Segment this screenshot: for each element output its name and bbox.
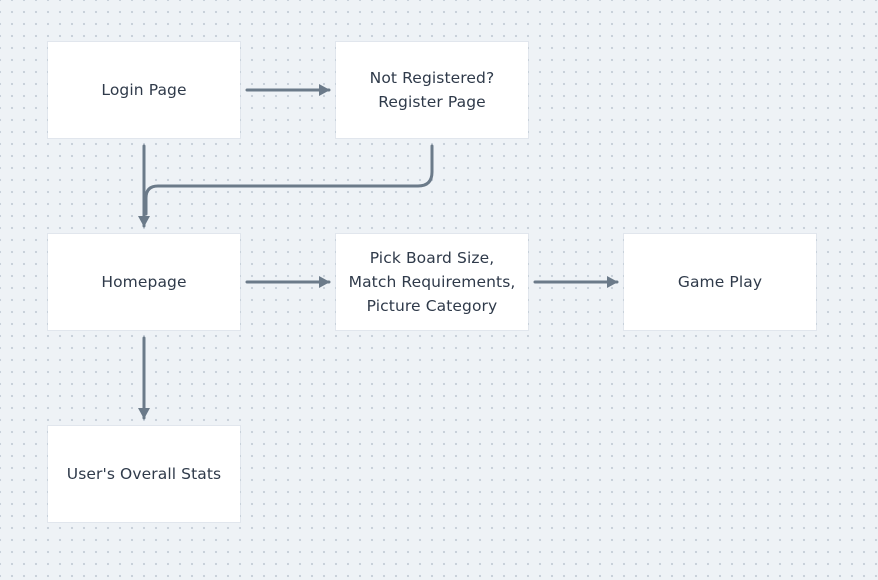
login-page-label: Login Page [101, 81, 187, 99]
pick-board-size-node[interactable]: Pick Board Size, Match Requirements, Pic… [336, 234, 528, 330]
game-play-label: Game Play [677, 273, 763, 291]
overall-stats-label: User's Overall Stats [66, 465, 222, 483]
game-play-node[interactable]: Game Play [624, 234, 816, 330]
edge-pick-board-to-game-play-head [607, 276, 618, 288]
homepage-node[interactable]: Homepage [48, 234, 240, 330]
edge-homepage-to-pick-board-head [319, 276, 330, 288]
homepage-label: Homepage [101, 273, 187, 291]
register-page-node[interactable]: Not Registered? Register Page [336, 42, 528, 138]
edge-login-to-register-head [319, 84, 330, 96]
register-page-label: Not Registered? Register Page [369, 69, 495, 111]
edge-login-to-homepage-head [138, 216, 150, 227]
pick-board-size-label: Pick Board Size, Match Requirements, Pic… [348, 249, 516, 315]
login-page-node[interactable]: Login Page [48, 42, 240, 138]
edge-homepage-to-overall-stats-head [138, 408, 150, 419]
edge-register-to-homepage [144, 144, 434, 216]
overall-stats-node[interactable]: User's Overall Stats [48, 426, 240, 522]
